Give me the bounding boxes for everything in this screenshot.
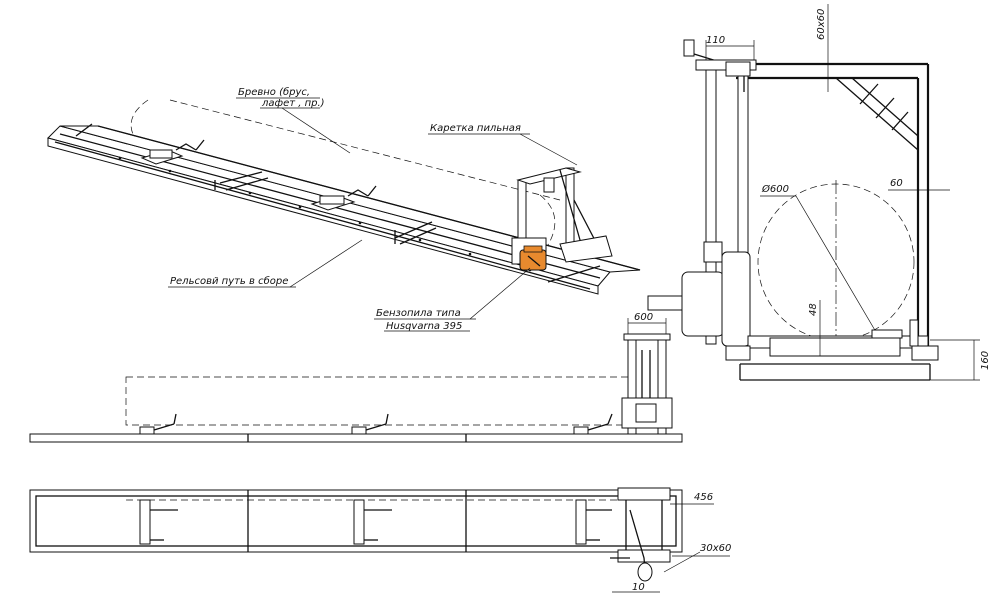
saw-motor bbox=[681, 271, 725, 337]
brace-d bbox=[875, 97, 895, 119]
leader-log bbox=[281, 107, 351, 154]
side-view: 600 bbox=[29, 312, 683, 443]
saw-handle bbox=[647, 295, 687, 311]
label-rail: Рельсовй путь в сборе bbox=[170, 275, 288, 287]
front-view: Ø600 110 60x60 60 48 160 bbox=[647, 4, 991, 381]
cross-member-3 bbox=[394, 221, 433, 239]
wheel-right bbox=[911, 345, 939, 361]
rail-back-edge bbox=[97, 125, 641, 271]
leader-rail bbox=[289, 239, 363, 288]
log-support bbox=[871, 329, 903, 339]
brace-b bbox=[851, 77, 919, 137]
label-saw: Бензопила типа bbox=[376, 308, 461, 319]
rail-upper-back bbox=[59, 125, 641, 273]
wheel-left bbox=[725, 345, 751, 361]
carriage-block bbox=[543, 177, 555, 193]
rail-frame-iso bbox=[47, 123, 641, 295]
saw-cover bbox=[721, 251, 751, 347]
carriage-side-top bbox=[623, 333, 671, 341]
dim-110: 110 bbox=[706, 35, 725, 46]
cross-member-1 bbox=[75, 123, 93, 137]
clamps-plan bbox=[139, 499, 612, 545]
carriage-foot bbox=[559, 235, 613, 263]
saw-carriage-iso bbox=[511, 167, 613, 271]
dim-60x60: 60x60 bbox=[816, 9, 827, 40]
carriage-top bbox=[516, 167, 582, 185]
dim-diameter: Ø600 bbox=[761, 183, 789, 195]
dim-456: 456 bbox=[694, 492, 713, 503]
clamps-side bbox=[139, 413, 613, 435]
label-log: Бревно (брус, bbox=[238, 86, 310, 98]
cross-member-2 bbox=[219, 171, 263, 184]
cross-member-2b bbox=[225, 177, 269, 191]
dim-10: 10 bbox=[632, 582, 645, 593]
leader-carriage bbox=[519, 133, 578, 166]
saw-mount bbox=[703, 241, 723, 263]
bed-carriage bbox=[769, 337, 901, 357]
rail-bolts bbox=[118, 156, 532, 272]
carriage-side-saw bbox=[635, 403, 657, 423]
chainsaw-iso bbox=[519, 245, 547, 271]
log-outline-side bbox=[125, 376, 632, 426]
log-outline-top bbox=[169, 99, 561, 201]
label-saw-line2: Husqvarna 395 bbox=[386, 321, 462, 332]
plan-frame-inner bbox=[35, 495, 677, 547]
saw-body-plan bbox=[637, 562, 653, 582]
carriage-plan bbox=[610, 487, 671, 582]
dim-48: 48 bbox=[808, 303, 819, 316]
cross-member-3b bbox=[399, 227, 437, 245]
log-clamp-1 bbox=[140, 139, 205, 165]
rail-beam-side bbox=[29, 433, 683, 443]
cross-member-4 bbox=[547, 265, 601, 283]
brace-a bbox=[835, 77, 919, 151]
clamp-post bbox=[909, 319, 919, 347]
plan-view: 456 30x60 10 bbox=[29, 487, 731, 593]
diameter-leader bbox=[795, 195, 877, 333]
crank-handle bbox=[683, 39, 695, 57]
dim-60: 60 bbox=[890, 178, 903, 189]
label-log-line2: лафет , пр.) bbox=[261, 98, 325, 109]
carriage-side bbox=[621, 333, 673, 435]
isometric-view: Бревно (брус, лафет , пр.) Каретка пильн… bbox=[47, 86, 641, 332]
label-carriage: Каретка пильная bbox=[430, 123, 521, 134]
dim-30x60: 30x60 bbox=[700, 543, 731, 554]
rail-lower-edge bbox=[54, 141, 591, 290]
brace-c bbox=[859, 83, 879, 105]
log-clamp-2 bbox=[310, 185, 377, 211]
log-outline-end bbox=[130, 99, 149, 141]
carriage-plan-top bbox=[617, 487, 671, 501]
brace-e bbox=[891, 111, 909, 131]
dim-600: 600 bbox=[634, 312, 653, 323]
carriage-brace bbox=[559, 169, 585, 255]
log-outline-front bbox=[539, 194, 556, 246]
dim-160: 160 bbox=[980, 351, 991, 370]
leader-saw bbox=[469, 267, 531, 320]
top-block bbox=[725, 61, 751, 77]
